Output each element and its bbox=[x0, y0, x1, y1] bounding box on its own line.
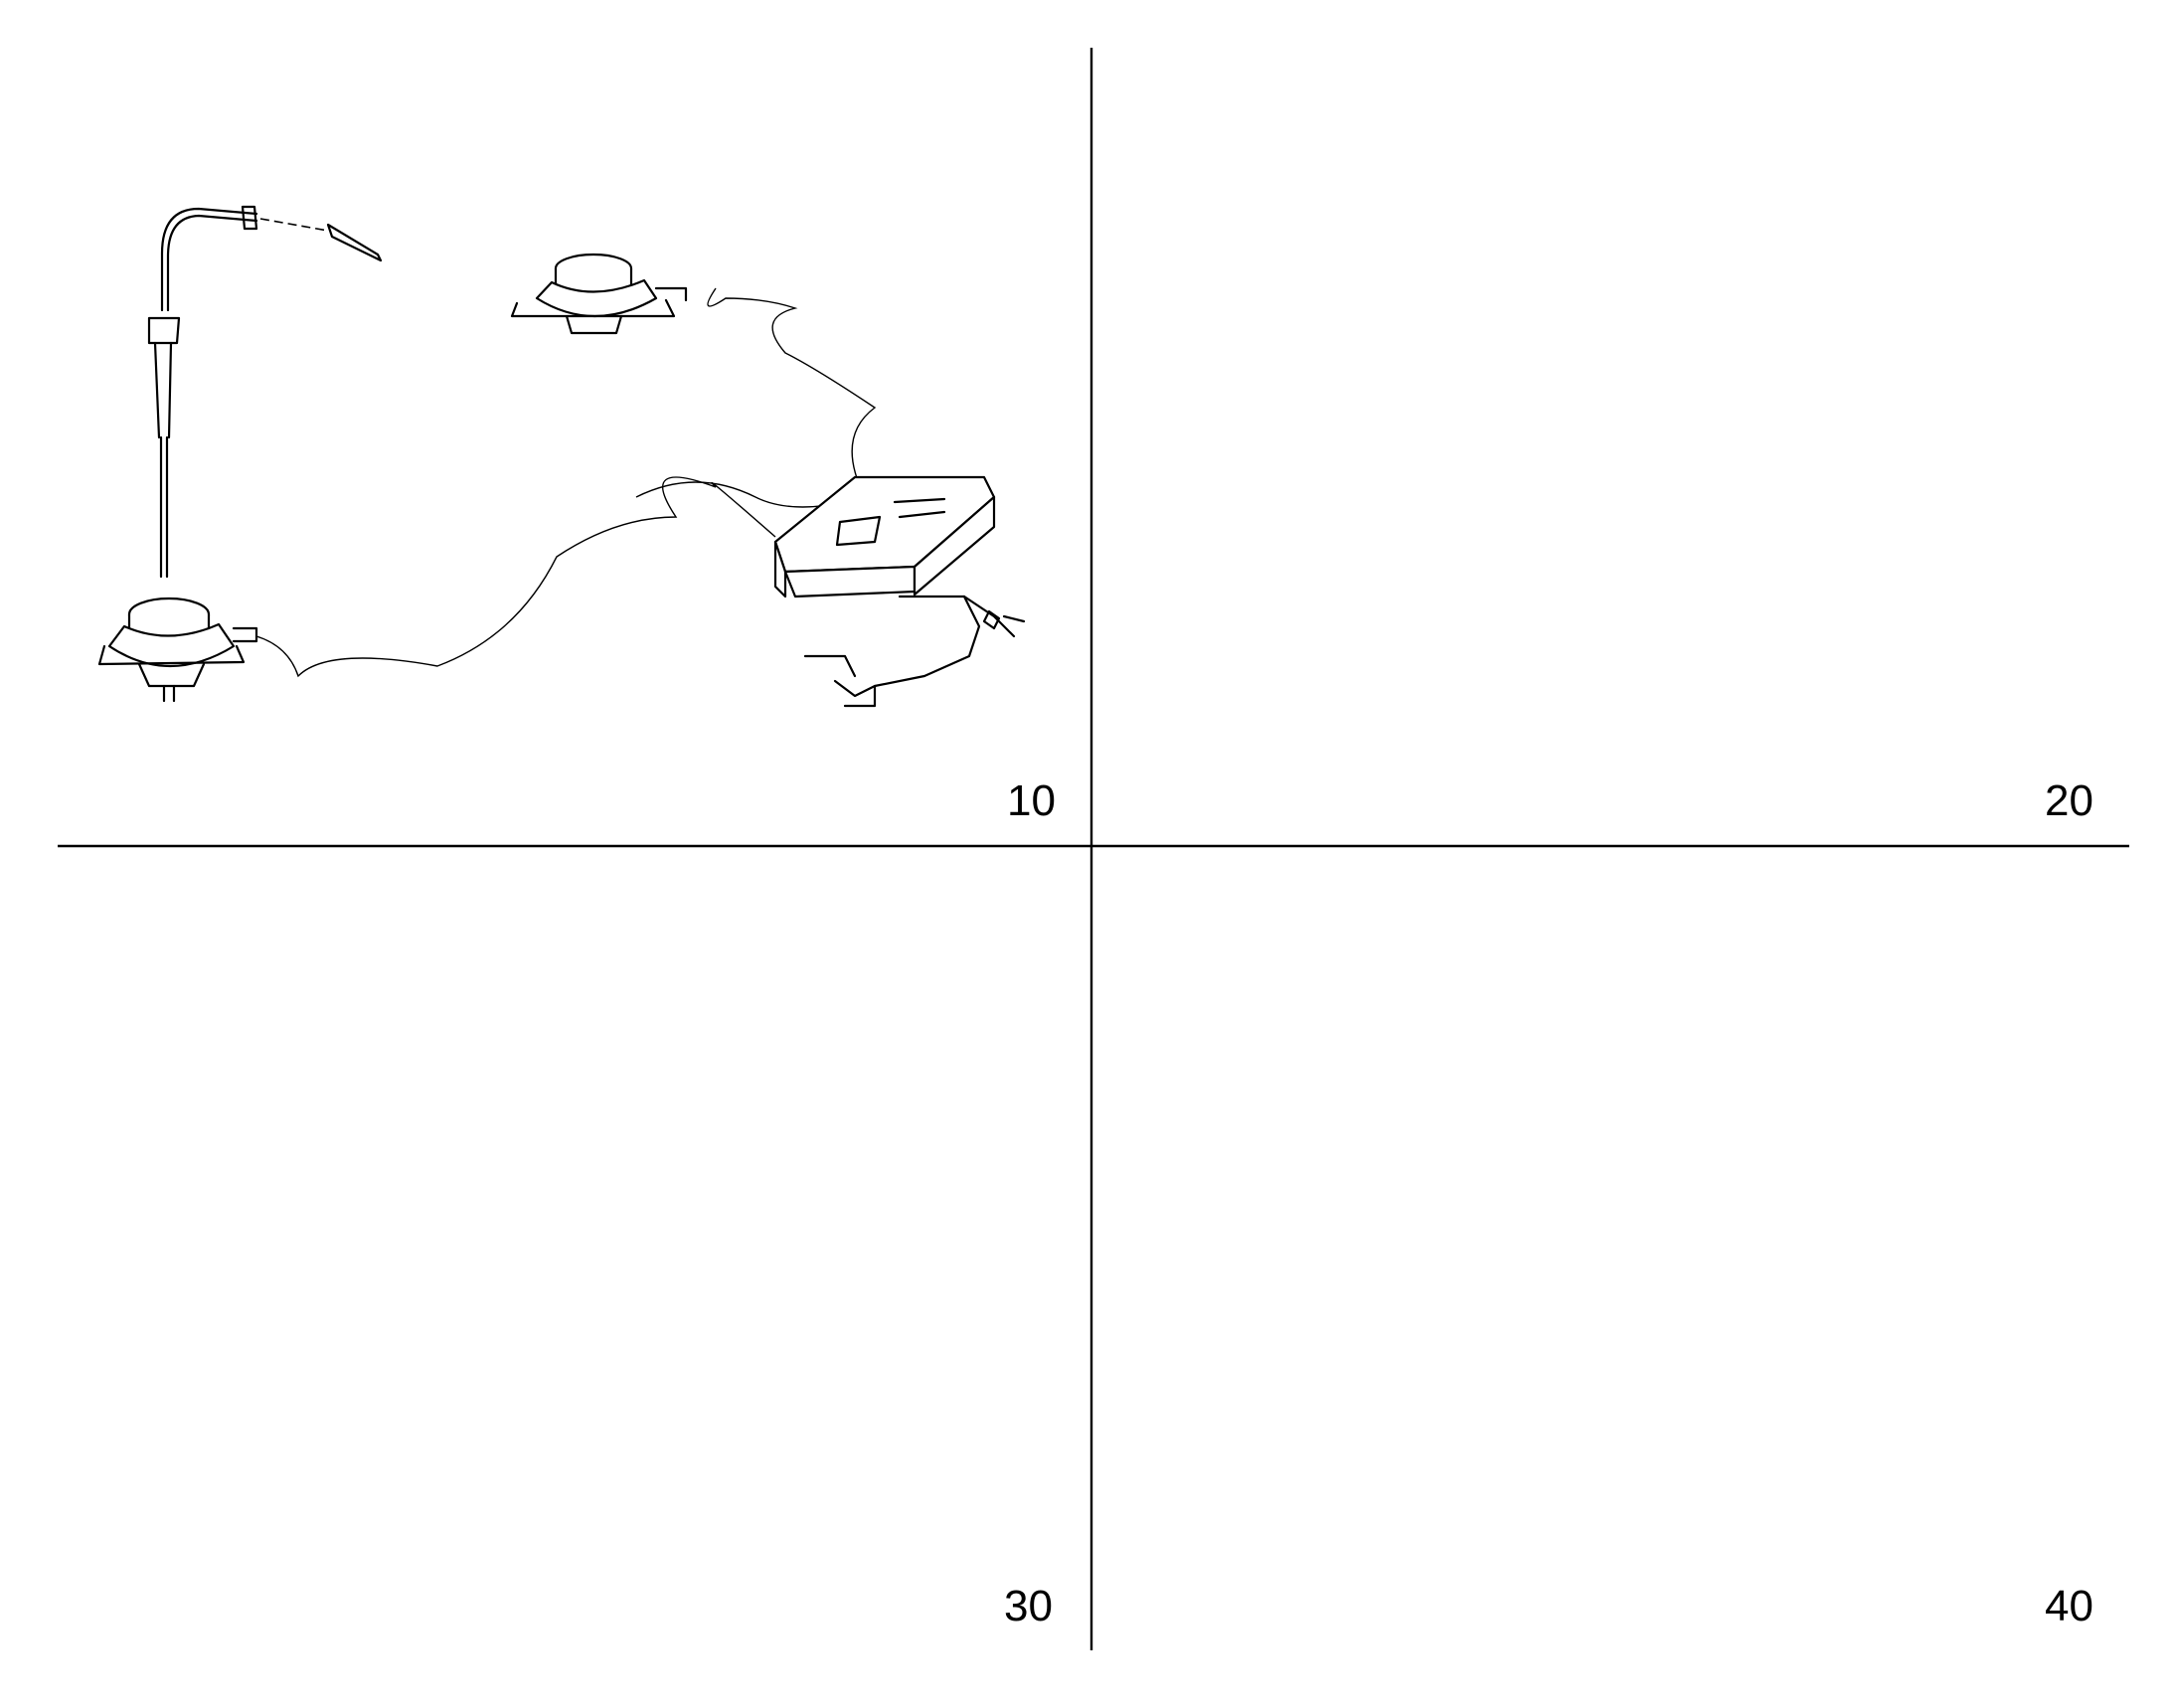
panel-10-illustration bbox=[97, 205, 1026, 708]
radio-module bbox=[773, 475, 996, 598]
mounting-bracket-10 bbox=[803, 595, 1026, 708]
speaker-upper bbox=[510, 253, 688, 335]
panel-label-20: 20 bbox=[2045, 776, 2093, 825]
speaker-lower-left bbox=[97, 597, 258, 703]
panel-label-10: 10 bbox=[1007, 776, 1056, 825]
panel-label-40: 40 bbox=[2045, 1582, 2093, 1630]
panel-label-30: 30 bbox=[1004, 1582, 1053, 1630]
